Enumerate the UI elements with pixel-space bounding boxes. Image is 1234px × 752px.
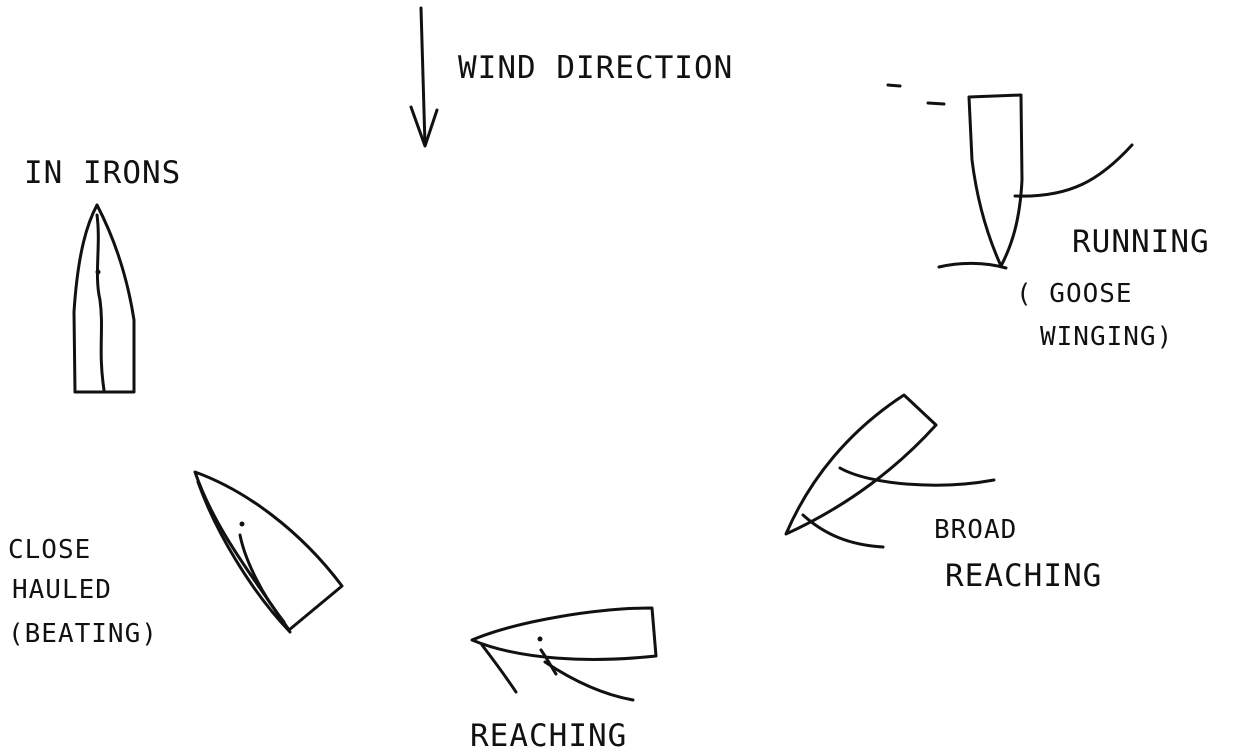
broad-reaching-label-line2: REACHING (945, 558, 1102, 594)
running-label: RUNNING (1072, 224, 1210, 260)
in-irons-label: IN IRONS (24, 155, 181, 191)
close-hauled-label-line2: HAULED (12, 575, 112, 605)
wind-direction-label: WIND DIRECTION (458, 50, 733, 86)
broad-reaching-label-line1: BROAD (934, 515, 1017, 545)
goose-winging-label-line1: ( GOOSE (1016, 279, 1133, 309)
reaching-boat (472, 608, 656, 700)
close-hauled-label-line3: (BEATING) (8, 619, 158, 649)
reaching-label: REACHING (470, 718, 627, 752)
wind-arrow (411, 8, 437, 146)
close-hauled-label-line1: CLOSE (8, 535, 91, 565)
close-hauled-boat (195, 472, 342, 632)
goose-winging-label-line2: WINGING) (1040, 322, 1173, 352)
in-irons-boat (74, 205, 134, 392)
